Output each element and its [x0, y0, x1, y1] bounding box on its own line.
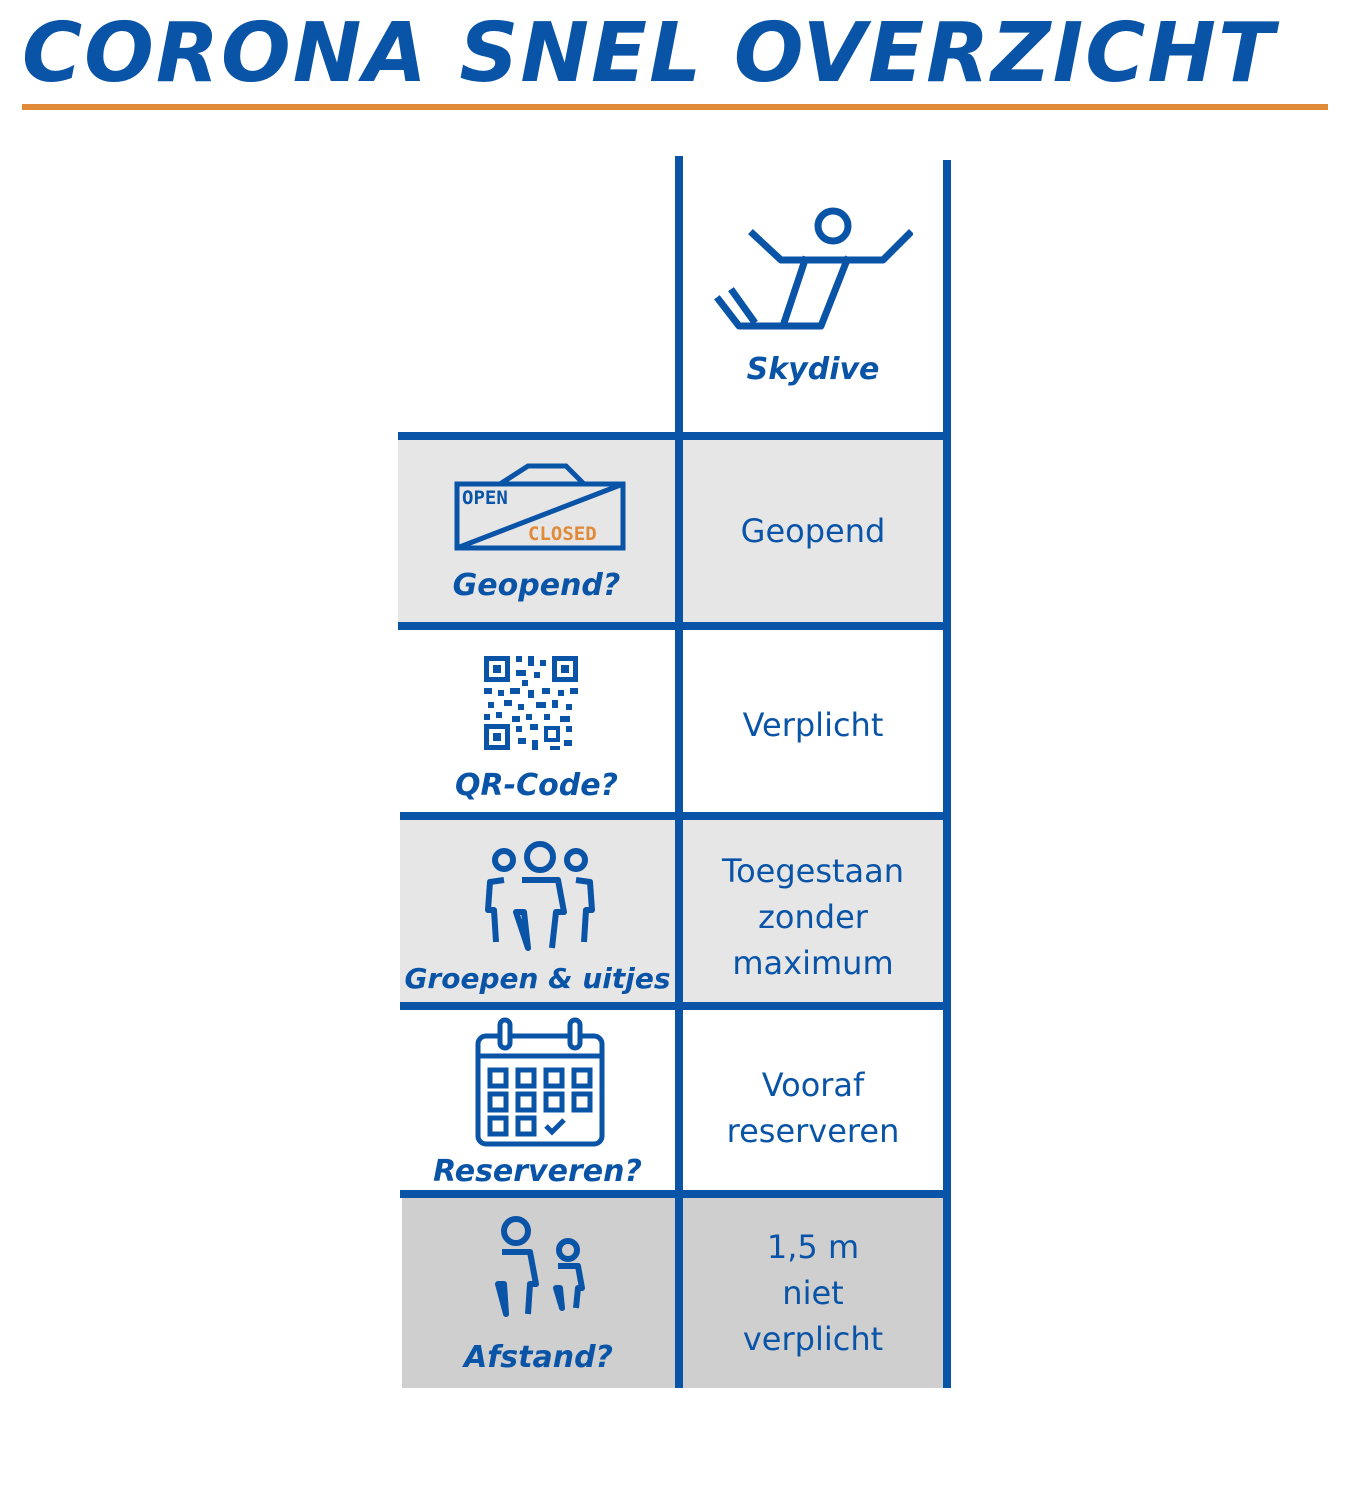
row-afstand-value-cell: 1,5 m niet verplicht — [683, 1198, 943, 1388]
row-reserveren-value-cell: Vooraf reserveren — [683, 1010, 943, 1190]
row-qr-label: QR-Code? — [455, 768, 618, 803]
activity-label: Skydive — [746, 352, 880, 387]
sign-open-text: OPEN — [462, 487, 508, 509]
qr-code-icon — [484, 656, 578, 750]
row-groepen-value-line-2: zonder — [758, 898, 868, 936]
row-geopend-label: Geopend? — [452, 568, 621, 603]
row-reserveren-value-line-2: reserveren — [726, 1112, 900, 1150]
grid-line-middle — [675, 156, 683, 1388]
row-groepen-label: Groepen & uitjes — [404, 962, 671, 995]
row-groepen-value-line-1: Toegestaan — [721, 852, 905, 890]
row-reserveren-value-line-1: Vooraf — [761, 1066, 865, 1104]
row-qr-value-cell: Verplicht — [683, 630, 943, 812]
title-underline — [22, 104, 1328, 110]
row-afstand-label-cell: Afstand? — [402, 1198, 675, 1388]
adult-child-distance-icon — [492, 1216, 592, 1320]
grid-line-row5 — [400, 1190, 950, 1198]
calendar-icon — [474, 1016, 606, 1148]
row-groepen-value-line-3: maximum — [732, 944, 894, 982]
grid-line-row2 — [398, 622, 950, 630]
row-afstand-label: Afstand? — [464, 1340, 613, 1375]
row-groepen-value-cell: Toegestaan zonder maximum — [683, 820, 943, 1002]
open-closed-sign-icon: OPEN CLOSED — [454, 462, 626, 552]
row-afstand-value-line-1: 1,5 m — [766, 1228, 860, 1266]
row-groepen-label-cell: Groepen & uitjes — [400, 820, 675, 1002]
grid-line-right — [943, 160, 951, 1388]
grid-line-row1 — [398, 432, 950, 440]
page-title: CORONA SNEL OVERZICHT — [22, 6, 1276, 101]
grid-line-row3 — [400, 812, 950, 820]
row-qr-value-line-1: Verplicht — [742, 706, 884, 744]
row-geopend-value-cell: Geopend — [683, 440, 943, 622]
row-reserveren-label: Reserveren? — [433, 1154, 642, 1189]
row-geopend-value-line-1: Geopend — [740, 512, 886, 550]
group-people-icon — [484, 840, 596, 952]
sign-closed-text: CLOSED — [528, 523, 597, 545]
row-qr-label-cell: QR-Code? — [398, 630, 675, 812]
row-afstand-value-line-3: verplicht — [742, 1320, 884, 1358]
skydiver-icon — [713, 202, 913, 332]
row-reserveren-label-cell: Reserveren? — [400, 1010, 675, 1190]
row-afstand-value-line-2: niet — [782, 1274, 844, 1312]
row-geopend-label-cell: OPEN CLOSED Geopend? — [398, 440, 675, 622]
grid-line-row4 — [400, 1002, 950, 1010]
activity-header: Skydive — [683, 160, 943, 432]
